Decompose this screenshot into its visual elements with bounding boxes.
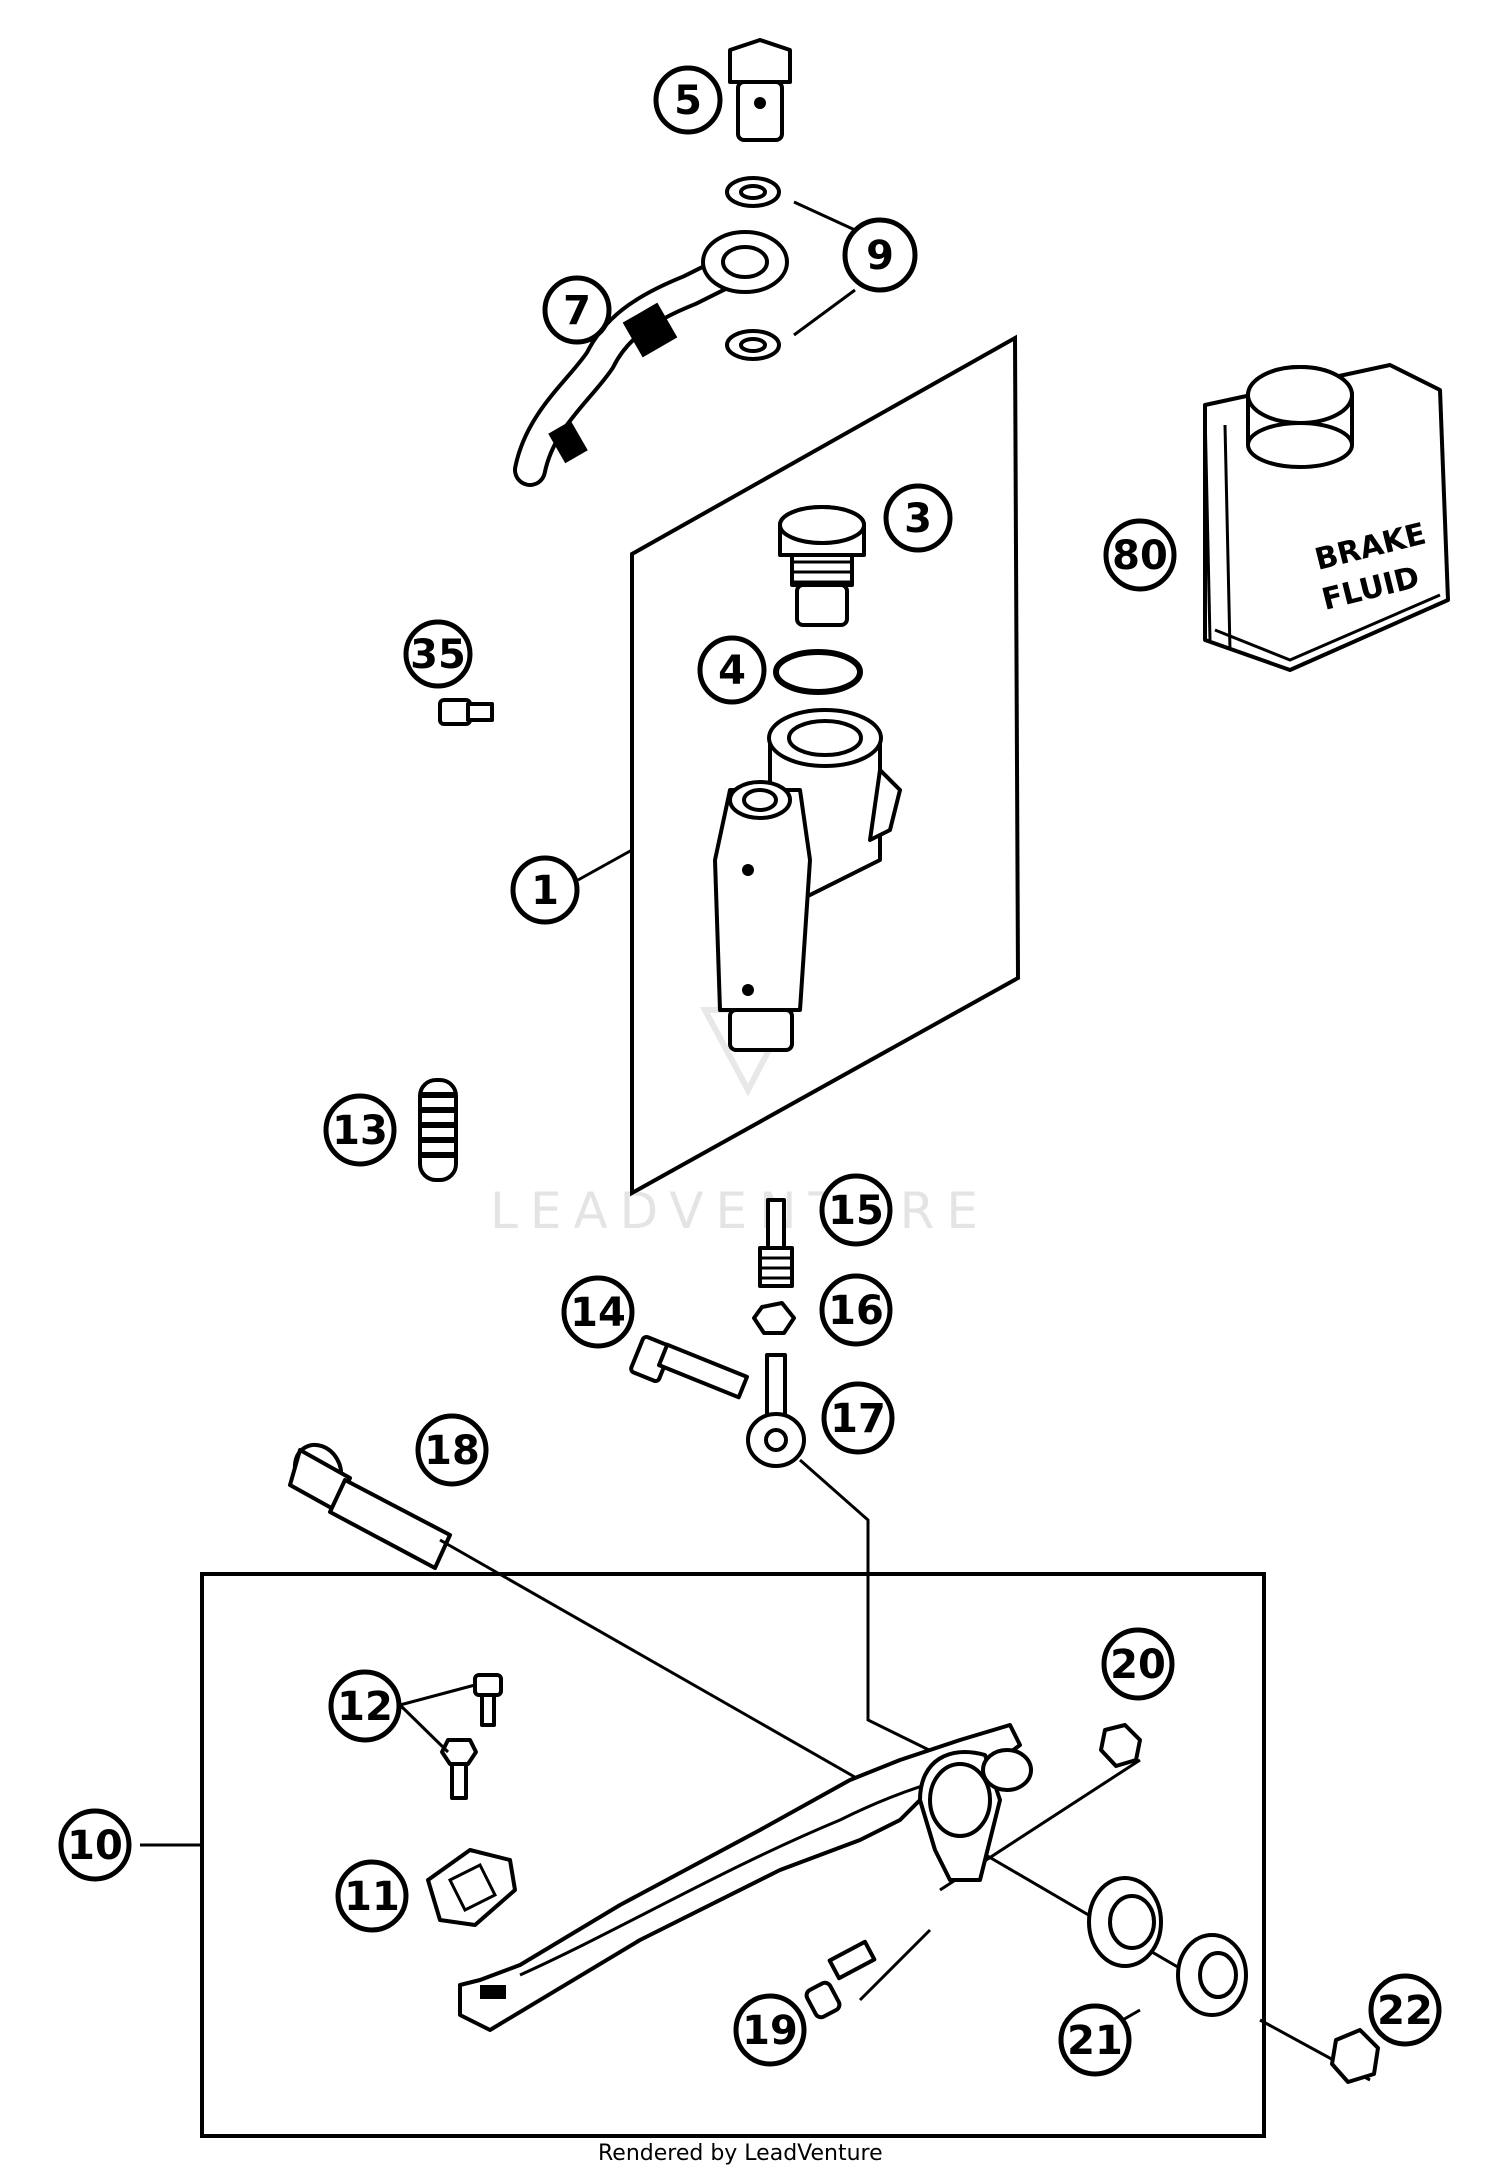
svg-text:80: 80 xyxy=(1112,533,1168,579)
svg-text:1: 1 xyxy=(531,868,559,914)
callout-21: 21 xyxy=(1058,2003,1132,2077)
callout-5: 5 xyxy=(653,65,723,135)
bearings xyxy=(1087,1876,1248,2017)
svg-text:21: 21 xyxy=(1067,2018,1123,2064)
svg-text:19: 19 xyxy=(742,2008,798,2054)
callout-19: 19 xyxy=(733,1993,807,2067)
pedal-step xyxy=(426,1848,517,1927)
svg-text:13: 13 xyxy=(332,1108,388,1154)
callout-14: 14 xyxy=(561,1275,635,1349)
master-cylinder xyxy=(713,708,902,1052)
svg-text:16: 16 xyxy=(828,1288,884,1334)
callout-20: 20 xyxy=(1101,1627,1175,1701)
callout-16: 16 xyxy=(819,1273,893,1347)
brake-lever-kit-outline xyxy=(200,1572,1266,2138)
watermark: LEADVENTURE xyxy=(490,1007,990,1240)
watermark-text: LEADVENTURE xyxy=(490,1182,990,1240)
bleeder-screw xyxy=(438,698,494,726)
lock-nut xyxy=(752,1301,796,1335)
pivot-bolt xyxy=(288,1442,452,1570)
brake-hose xyxy=(513,230,789,487)
svg-text:3: 3 xyxy=(904,496,932,542)
pushrod xyxy=(758,1198,794,1288)
svg-text:10: 10 xyxy=(67,1823,123,1869)
svg-text:12: 12 xyxy=(337,1684,393,1730)
o-ring xyxy=(773,649,863,695)
callout-3: 3 xyxy=(883,483,953,553)
lever-nut xyxy=(1099,1723,1142,1768)
callout-22: 22 xyxy=(1368,1973,1442,2047)
svg-text:14: 14 xyxy=(570,1290,626,1336)
callout-15: 15 xyxy=(819,1173,893,1247)
return-spring xyxy=(418,1078,458,1182)
svg-text:18: 18 xyxy=(424,1428,480,1474)
callout-11: 11 xyxy=(335,1859,409,1933)
lever-screws xyxy=(440,1673,503,1800)
svg-text:11: 11 xyxy=(344,1874,400,1920)
callout-7: 7 xyxy=(542,275,612,345)
footer-text: Rendered by LeadVenture xyxy=(598,2141,883,2166)
master-cylinder-kit-outline xyxy=(630,334,1021,1197)
svg-text:20: 20 xyxy=(1110,1642,1166,1688)
callout-4: 4 xyxy=(697,635,767,705)
svg-text:7: 7 xyxy=(563,288,591,334)
lever-screw xyxy=(804,1939,877,2020)
callout-12: 12 xyxy=(328,1669,402,1743)
svg-text:35: 35 xyxy=(410,632,466,678)
svg-text:5: 5 xyxy=(674,78,702,124)
svg-text:4: 4 xyxy=(718,648,746,694)
clevis-pin xyxy=(629,1334,749,1400)
callout-13: 13 xyxy=(323,1093,397,1167)
callout-leaders xyxy=(140,200,1141,2042)
callout-80: 80 xyxy=(1103,518,1177,592)
svg-text:22: 22 xyxy=(1377,1988,1433,2034)
axle-nut xyxy=(1330,2028,1380,2084)
reservoir-cap xyxy=(778,505,866,627)
callout-35: 35 xyxy=(403,619,473,689)
svg-text:17: 17 xyxy=(830,1396,886,1442)
clevis xyxy=(746,1353,806,1468)
svg-text:9: 9 xyxy=(866,233,894,279)
brake-fluid-can: BRAKE FLUID xyxy=(1203,363,1450,672)
banjo-bolt xyxy=(728,38,792,142)
callout-9: 9 xyxy=(842,217,918,293)
callout-1: 1 xyxy=(510,855,580,925)
sealing-washers xyxy=(725,176,781,361)
callout-10: 10 xyxy=(58,1808,132,1882)
callout-18: 18 xyxy=(415,1413,489,1487)
svg-text:15: 15 xyxy=(828,1188,884,1234)
brake-lever xyxy=(458,1723,1033,2032)
callout-17: 17 xyxy=(821,1381,895,1455)
